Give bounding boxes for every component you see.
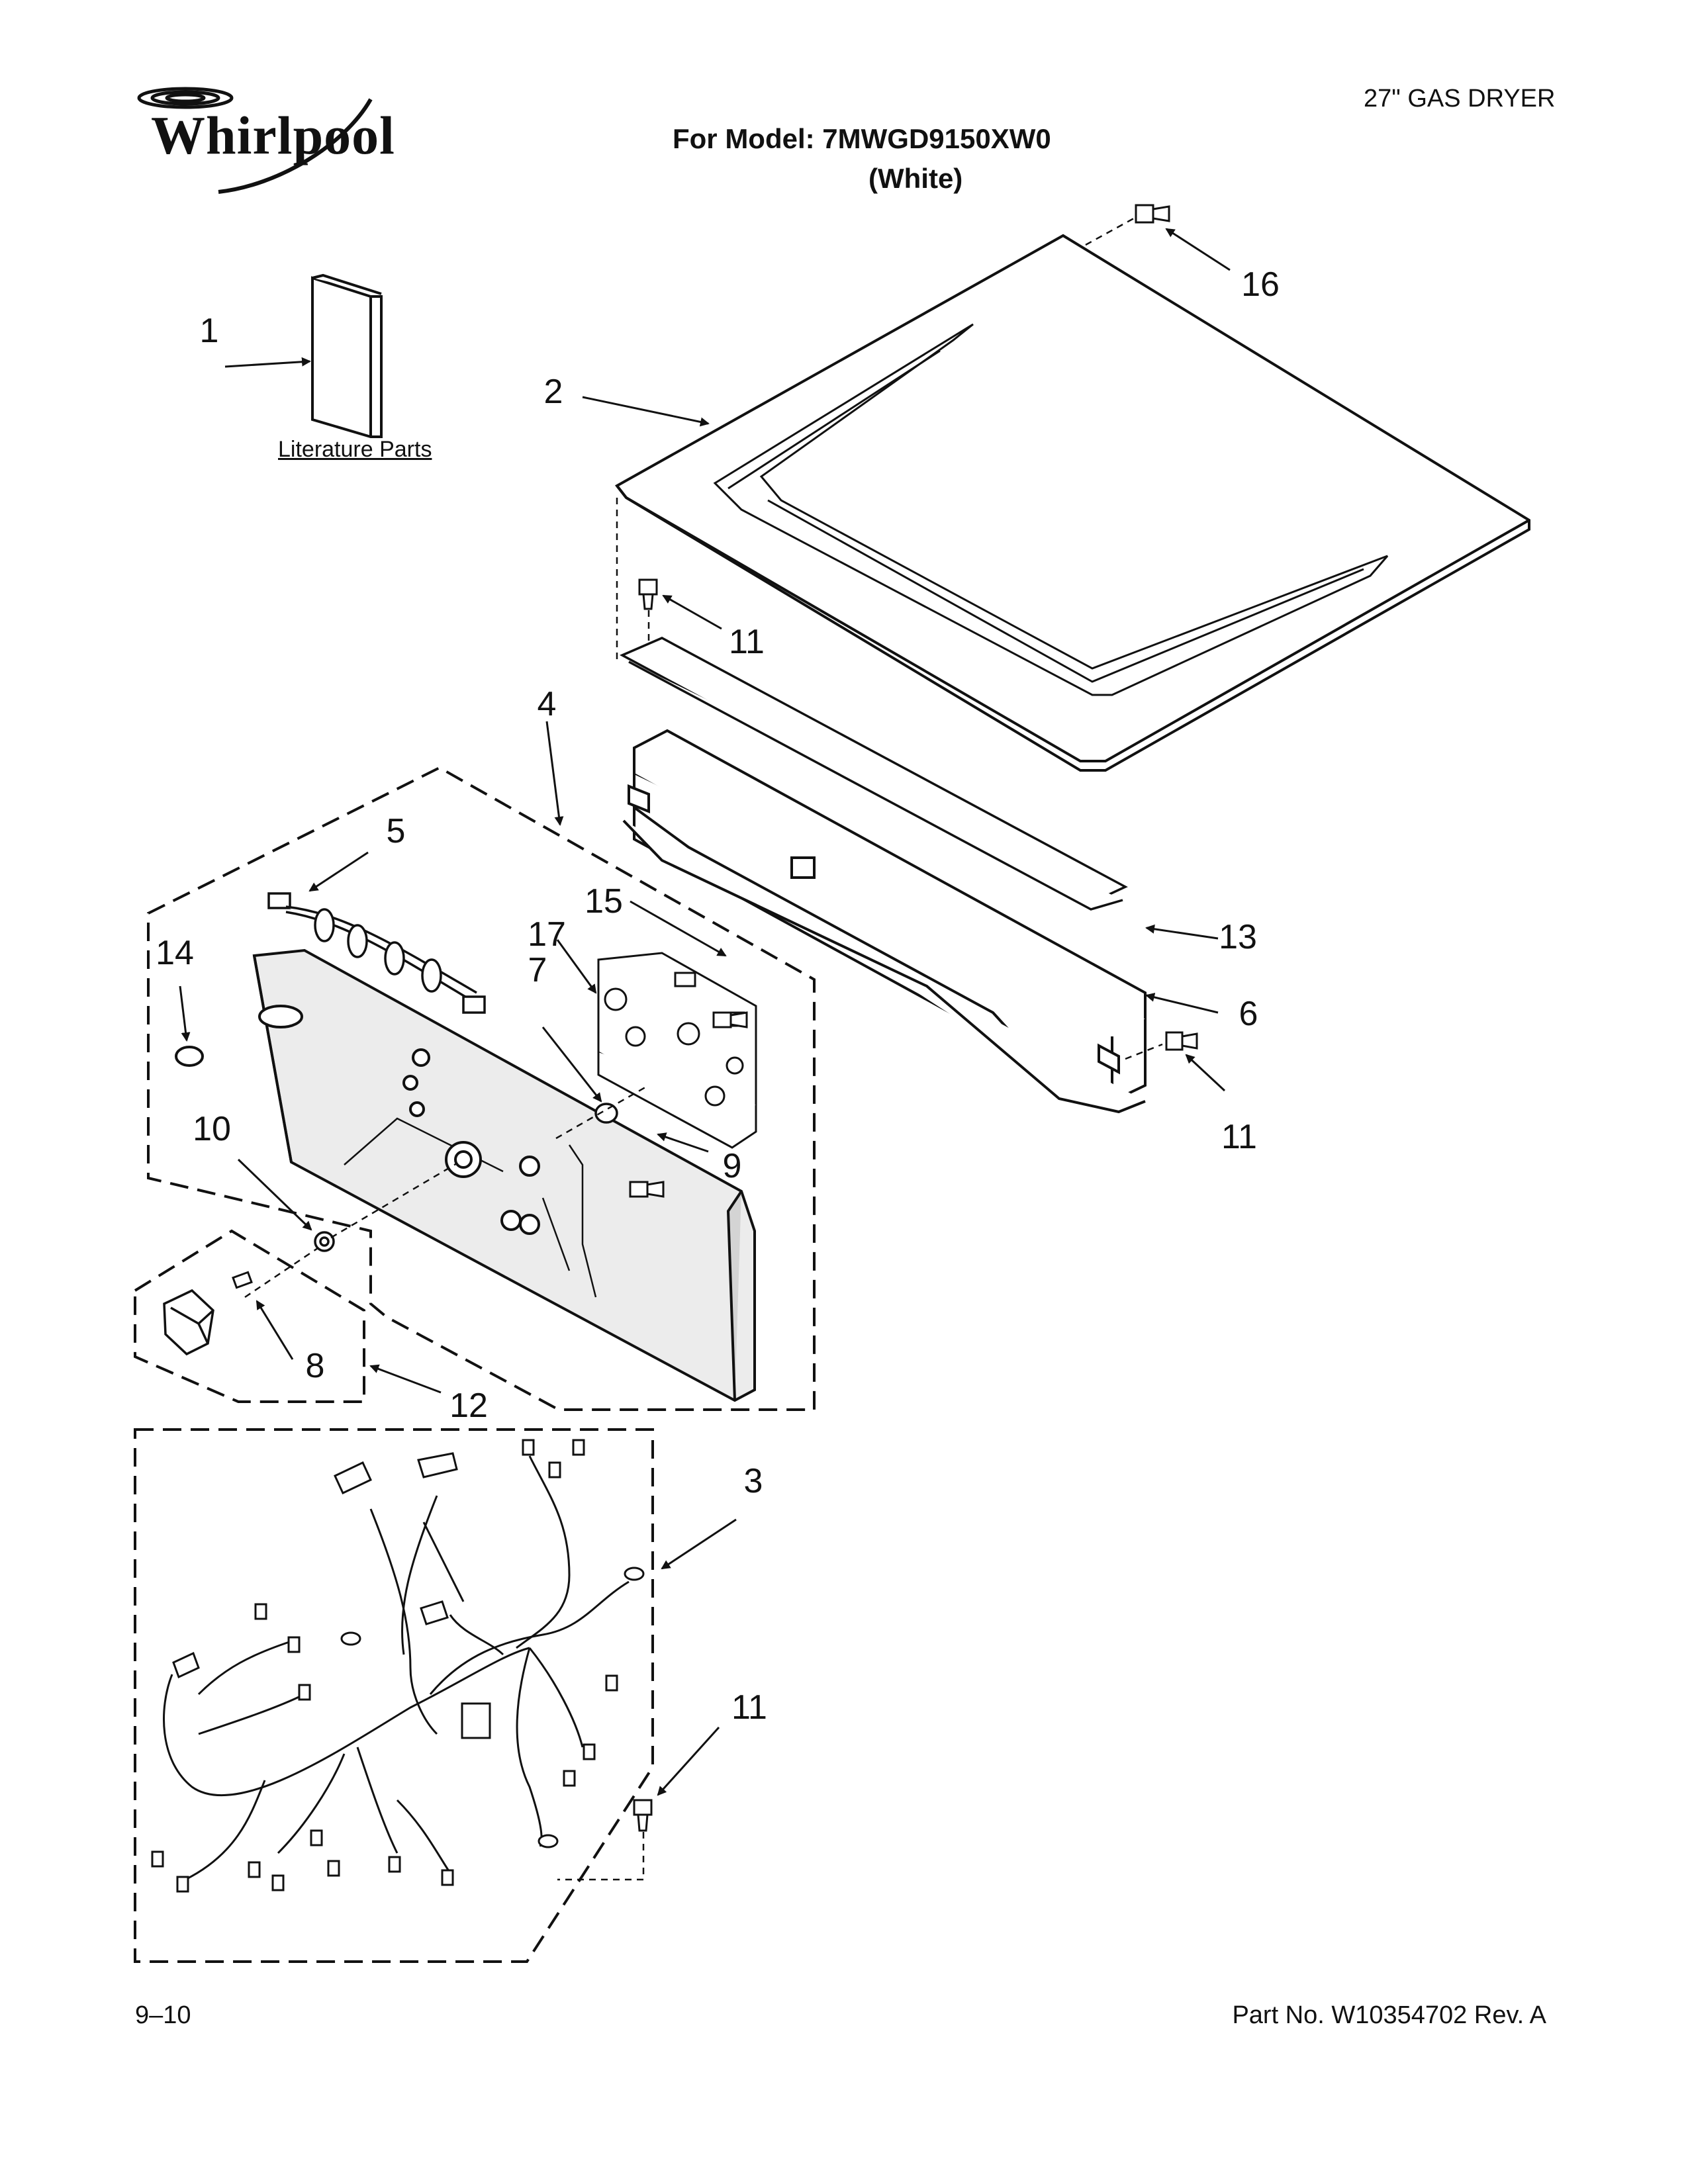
selector-knob-icon	[163, 1289, 214, 1356]
leader-line	[330, 1162, 457, 1239]
callout-11-right: 11	[1221, 1118, 1257, 1156]
callout-3: 3	[743, 1462, 763, 1500]
leader-line	[244, 1247, 318, 1298]
callout-12: 12	[449, 1387, 488, 1425]
leader-line	[582, 396, 710, 427]
knob-nut	[314, 1231, 335, 1252]
leader-line	[630, 900, 727, 957]
screw-icon	[712, 1011, 748, 1028]
knob-clip	[232, 1271, 253, 1289]
callout-11-lower: 11	[731, 1688, 767, 1727]
callout-5: 5	[386, 812, 406, 850]
page-number: 9–10	[135, 2001, 191, 2029]
washer	[594, 1103, 618, 1124]
top-panel	[614, 234, 1530, 772]
callout-7: 7	[528, 951, 547, 989]
brand-logo-text: Whirlpool	[151, 105, 395, 165]
leader-line	[545, 721, 564, 826]
leader-line	[1165, 228, 1231, 271]
console-wire-harness	[267, 892, 486, 1014]
callout-9: 9	[722, 1147, 742, 1185]
callout-8: 8	[305, 1347, 325, 1385]
leader-line	[555, 1084, 649, 1140]
indicator-lens-ring	[175, 1046, 204, 1067]
screw-icon	[633, 1799, 653, 1832]
screw-icon	[1135, 204, 1170, 224]
callout-11-upper: 11	[729, 623, 765, 661]
main-wire-harness	[163, 1455, 630, 1881]
leader-line	[369, 1364, 442, 1394]
document-part-number: Part No. W10354702 Rev. A	[1232, 2001, 1546, 2029]
leader-line	[308, 851, 369, 892]
product-type: 27" GAS DRYER	[1364, 85, 1556, 113]
leader-line	[179, 985, 191, 1042]
leader-line	[557, 1832, 645, 1881]
electronic-control-board	[597, 952, 757, 1149]
whirlpool-logo-icon	[137, 87, 373, 194]
leader-line	[1145, 924, 1219, 940]
literature-book-icon	[311, 273, 383, 438]
harness-connectors	[151, 1439, 645, 1893]
screw-icon	[638, 578, 658, 610]
control-console-panel	[252, 948, 756, 1402]
leader-line	[1145, 993, 1219, 1014]
leader-line	[1185, 1054, 1226, 1092]
leader-line	[541, 1026, 602, 1103]
model-number: For Model: 7MWGD9150XW0	[673, 123, 1051, 154]
callout-6: 6	[1239, 995, 1258, 1033]
leader-line	[556, 939, 597, 994]
screw-icon	[629, 1181, 665, 1198]
literature-parts-label: Literature Parts	[278, 437, 432, 462]
knob-assembly-outline	[134, 1229, 365, 1403]
leader-line	[1085, 214, 1139, 246]
console-bracket	[622, 729, 1147, 1114]
callout-16: 16	[1241, 265, 1280, 304]
callout-4: 4	[537, 685, 557, 723]
callout-1: 1	[199, 312, 219, 350]
console-assembly-outline	[147, 766, 816, 1411]
callout-17: 17	[528, 915, 566, 954]
callout-10: 10	[193, 1110, 231, 1148]
leader-line	[662, 594, 722, 630]
leader-line	[256, 1300, 294, 1360]
callout-14: 14	[156, 934, 194, 972]
callout-15: 15	[585, 882, 623, 921]
callout-2: 2	[543, 373, 563, 411]
leader-line	[237, 1158, 312, 1231]
screw-icon	[1165, 1031, 1198, 1051]
leader-line	[661, 1518, 737, 1570]
leader-line	[224, 357, 311, 368]
leader-line	[657, 1132, 709, 1153]
main-harness-outline	[134, 1428, 654, 1963]
leader-line	[657, 1726, 720, 1796]
hinge-bracket	[619, 637, 1128, 911]
model-color: (White)	[868, 163, 963, 194]
callout-13: 13	[1219, 918, 1257, 956]
